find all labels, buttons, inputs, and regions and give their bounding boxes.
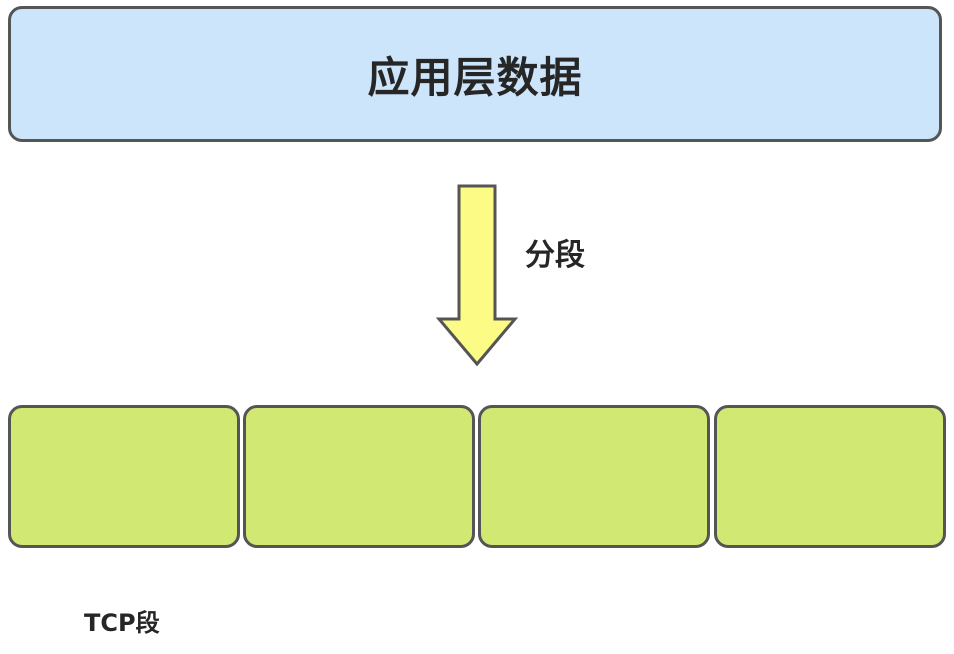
application-data-box: 应用层数据: [8, 6, 942, 142]
tcp-segment-box: [714, 405, 946, 548]
arrow-shape: [436, 184, 518, 367]
down-arrow-icon: [436, 184, 518, 367]
tcp-segment-box: [8, 405, 240, 548]
application-data-label: 应用层数据: [367, 52, 583, 102]
tcp-segment-box: [243, 405, 475, 548]
tcp-segments-row: [8, 405, 948, 548]
tcp-segment-label: TCP段: [84, 609, 160, 637]
segmentation-label: 分段: [525, 238, 585, 273]
tcp-segment-box: [478, 405, 710, 548]
